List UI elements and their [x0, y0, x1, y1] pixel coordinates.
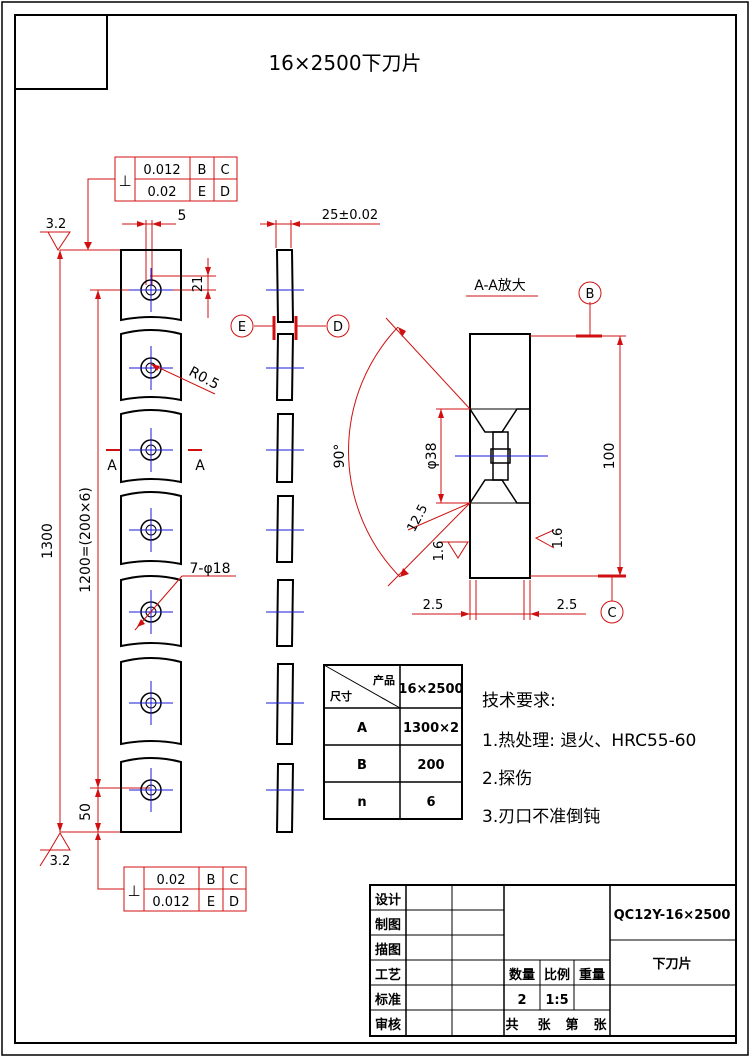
svg-text:6: 6: [426, 795, 435, 810]
bolt-hole: [129, 508, 173, 552]
perpendicularity-symbol-top: ⊥: [118, 172, 131, 190]
svg-text:C: C: [607, 606, 616, 621]
bolt-hole: [129, 681, 173, 725]
roughness-symbol-bottom: 3.2: [39, 832, 71, 869]
flatness-frame-bottom: ⊥ 0.02 B C 0.012 E D: [95, 832, 247, 912]
svg-text:第: 第: [565, 1017, 578, 1033]
svg-text:数量: 数量: [509, 967, 535, 983]
dim-width-5: 5: [122, 208, 186, 285]
dim-height-100: 100: [602, 443, 618, 470]
svg-text:16×2500: 16×2500: [398, 682, 463, 697]
tech-req-heading: 技术要求:: [482, 691, 556, 711]
svg-text:工艺: 工艺: [375, 967, 401, 983]
quantity-value: 2: [517, 993, 526, 1008]
dim-thickness: 25±0.02: [322, 208, 378, 223]
section-view: A-A放大 φ38 100 90° 12.5: [332, 278, 626, 620]
datum-C: C: [600, 600, 624, 624]
svg-text:D: D: [229, 895, 239, 910]
svg-text:0.02: 0.02: [148, 185, 177, 200]
blade-front-view: [120, 249, 182, 833]
svg-text:张: 张: [593, 1018, 607, 1033]
drawing-title: 16×2500下刀片: [268, 51, 421, 75]
dim-pitch: 1200=(200×6): [78, 487, 94, 593]
svg-text:A: A: [357, 721, 367, 736]
svg-text:D: D: [333, 320, 343, 335]
svg-text:C: C: [229, 873, 238, 888]
sheet-inner-border: [14, 14, 737, 1044]
flatness-frame-top: ⊥ 0.012 B C 0.02 E D: [84, 156, 238, 250]
part-name: 下刀片: [652, 956, 691, 972]
svg-text:设计: 设计: [375, 892, 401, 908]
svg-text:3.刃口不准倒钝: 3.刃口不准倒钝: [482, 807, 600, 827]
svg-text:共: 共: [505, 1017, 518, 1033]
svg-text:E: E: [198, 185, 206, 200]
svg-text:A: A: [107, 458, 117, 474]
datum-D: D: [326, 314, 350, 338]
svg-text:产品: 产品: [373, 673, 395, 687]
svg-text:B: B: [586, 287, 595, 302]
svg-text:重量: 重量: [579, 967, 605, 983]
roughness-symbol-top: 3.2: [40, 217, 71, 251]
svg-text:1.6: 1.6: [551, 528, 566, 549]
svg-text:1.6: 1.6: [432, 541, 447, 562]
svg-text:12.5: 12.5: [404, 502, 431, 535]
svg-text:B: B: [357, 758, 367, 773]
svg-text:审核: 审核: [375, 1017, 401, 1033]
section-cut-marks: A A: [106, 449, 205, 474]
svg-text:张: 张: [537, 1018, 551, 1033]
bolt-hole: [129, 768, 173, 812]
svg-text:200: 200: [417, 758, 444, 773]
corner-box: [14, 14, 108, 90]
drawing-number: QC12Y-16×2500: [614, 908, 731, 923]
svg-text:0.012: 0.012: [152, 895, 189, 910]
title-block: 设计 制图 描图 工艺 标准 审核 QC12Y-16×2500 下刀片 数量 比…: [369, 884, 737, 1037]
bolt-hole: [129, 428, 173, 472]
svg-text:比例: 比例: [544, 967, 570, 983]
svg-text:A: A: [195, 458, 205, 474]
svg-text:0.02: 0.02: [157, 873, 186, 888]
dim-1300: 1300: [40, 523, 56, 559]
dim-angle-90: 90°: [332, 444, 348, 469]
svg-text:B: B: [207, 873, 216, 888]
svg-text:B: B: [198, 163, 207, 178]
svg-text:制图: 制图: [375, 917, 401, 933]
dim-50: 50: [78, 803, 94, 821]
svg-text:C: C: [220, 163, 229, 178]
svg-text:2.探伤: 2.探伤: [482, 769, 532, 789]
svg-text:尺寸: 尺寸: [330, 689, 352, 703]
bolt-hole: [129, 346, 173, 390]
datum-B: B: [578, 281, 602, 305]
svg-text:1300×2: 1300×2: [403, 721, 459, 736]
svg-text:3.2: 3.2: [50, 854, 71, 869]
bolt-hole: [129, 268, 173, 312]
blade-side-view: 25±0.02: [254, 208, 380, 833]
svg-text:E: E: [238, 320, 246, 335]
svg-text:1.热处理: 退火、HRC55-60: 1.热处理: 退火、HRC55-60: [482, 731, 696, 751]
dim-dia-38: φ38: [424, 442, 440, 469]
perpendicularity-symbol-bottom: ⊥: [127, 882, 140, 900]
svg-text:E: E: [207, 895, 215, 910]
bolt-holes: [129, 268, 173, 812]
dim-offset-21: 21: [150, 258, 216, 318]
svg-text:描图: 描图: [375, 942, 401, 958]
scale-value: 1:5: [545, 993, 568, 1008]
section-title: A-A放大: [474, 278, 526, 294]
svg-text:2.5: 2.5: [423, 598, 444, 613]
datum-E: E: [230, 314, 254, 338]
holes-callout: 7-φ18: [134, 561, 236, 631]
svg-text:7-φ18: 7-φ18: [189, 561, 230, 577]
svg-text:标准: 标准: [374, 992, 401, 1008]
parameter-table: 产品 尺寸 16×2500 A 1300×2 B 200 n 6: [323, 664, 464, 820]
svg-text:n: n: [357, 795, 366, 810]
left-dimensions: 1300 1200=(200×6) 50: [40, 249, 150, 833]
svg-text:5: 5: [178, 208, 187, 224]
svg-text:3.2: 3.2: [46, 217, 67, 232]
svg-text:21: 21: [191, 276, 206, 293]
svg-text:0.012: 0.012: [143, 163, 180, 178]
technical-requirements: 技术要求: 1.热处理: 退火、HRC55-60 2.探伤 3.刃口不准倒钝: [482, 691, 696, 827]
svg-text:2.5: 2.5: [557, 598, 578, 613]
svg-text:D: D: [220, 185, 230, 200]
